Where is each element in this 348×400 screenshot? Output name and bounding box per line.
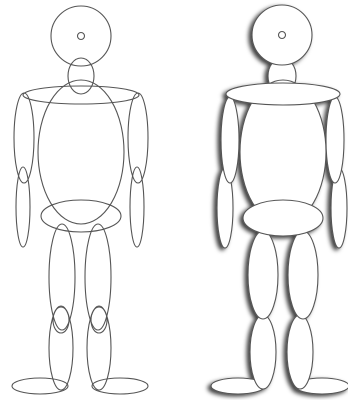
right-foot: [92, 378, 148, 394]
right-shin: [287, 315, 313, 389]
left-knee: [53, 307, 69, 333]
shaded-figure: [211, 5, 348, 394]
left-thigh: [49, 224, 75, 330]
shoulders: [23, 86, 139, 104]
neck: [68, 58, 94, 94]
head-center-dot: [78, 33, 85, 40]
head-center-dot: [279, 32, 286, 39]
head: [51, 6, 111, 66]
left-foot: [12, 378, 68, 394]
left-thigh: [248, 231, 278, 319]
shoulders: [226, 83, 340, 105]
right-knee: [91, 307, 107, 333]
left-shin: [250, 315, 276, 389]
right-thigh: [85, 224, 111, 330]
torso: [38, 80, 124, 224]
hips: [243, 200, 323, 236]
right-thigh: [288, 231, 318, 319]
right-upper-arm: [326, 97, 344, 183]
left-upper-arm: [14, 93, 34, 183]
left-upper-arm: [221, 97, 239, 183]
wireframe-figure: [12, 6, 148, 394]
right-upper-arm: [128, 93, 148, 183]
hips: [41, 200, 121, 232]
